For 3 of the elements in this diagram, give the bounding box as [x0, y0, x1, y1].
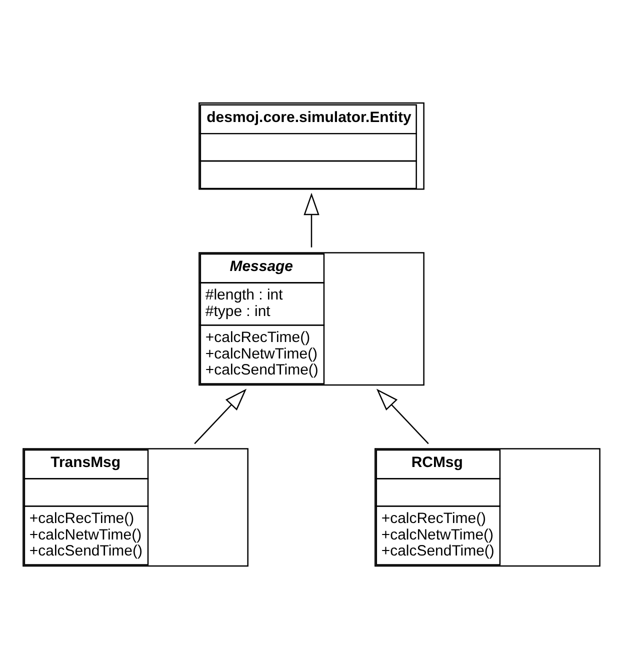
arrow: [376, 388, 429, 444]
arrow: [304, 192, 320, 247]
arrow: [194, 388, 247, 444]
